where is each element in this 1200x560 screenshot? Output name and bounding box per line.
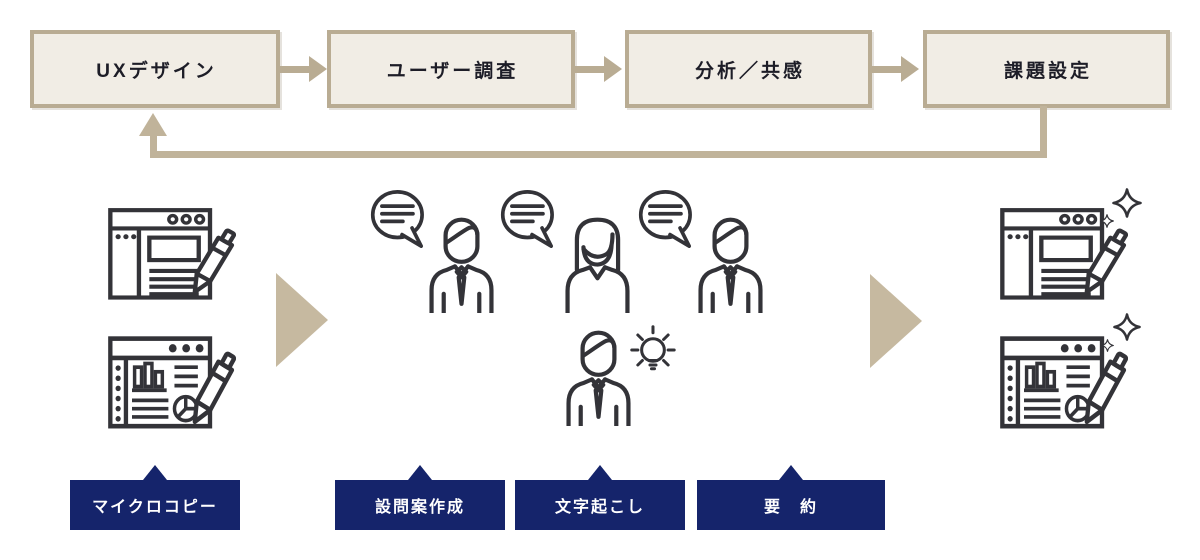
businessman-icon: [694, 217, 767, 313]
browser-analytics-pen-icon: [106, 334, 236, 440]
loop-segment: [150, 151, 1047, 158]
arrow-shaft: [280, 66, 309, 73]
transition-triangle-icon: [276, 273, 328, 367]
speech-bubble-icon: [500, 189, 564, 248]
tag-summary: 要 約: [697, 465, 885, 530]
tag-pointer-icon: [779, 465, 803, 480]
flow-arrow-icon: [575, 56, 622, 82]
tag-question-drafting: 設問案作成: [335, 465, 505, 530]
tag-label: 設問案作成: [374, 499, 465, 516]
flow-step-user-research: ユーザー調査: [327, 30, 575, 108]
tag-label: マイクロコピー: [92, 499, 218, 516]
flow-arrow-icon: [280, 56, 327, 82]
flow-step-analysis-empathy: 分析／共感: [625, 30, 872, 108]
flow-step-ux-design: UXデザイン: [30, 30, 280, 108]
flow-arrow-icon: [872, 56, 919, 82]
arrow-head: [309, 56, 327, 82]
businessman-icon: [562, 330, 635, 426]
sparkle-icon: [1101, 339, 1114, 352]
tag-pointer-icon: [408, 465, 432, 480]
tag-transcription: 文字起こし: [515, 465, 685, 530]
flow-step-label: ユーザー調査: [386, 60, 519, 82]
flow-step-label: 分析／共感: [694, 60, 805, 82]
sparkle-icon: [1100, 214, 1114, 228]
tag-label: 文字起こし: [554, 499, 645, 516]
businesswoman-icon: [561, 217, 634, 313]
speech-bubble-icon: [638, 189, 702, 248]
loop-arrow-head: [139, 113, 167, 136]
arrow-shaft: [575, 66, 604, 73]
transition-triangle-icon: [870, 274, 922, 368]
businessman-icon: [425, 217, 498, 313]
flow-step-label: 課題設定: [1003, 60, 1092, 82]
tag-pointer-icon: [143, 465, 167, 480]
tag-pointer-icon: [588, 465, 612, 480]
tag-microcopy: マイクロコピー: [70, 465, 240, 530]
sparkle-icon: [1113, 313, 1141, 341]
arrow-shaft: [872, 66, 901, 73]
loop-segment: [150, 135, 157, 158]
tag-label: 要 約: [763, 499, 818, 516]
sparkle-icon: [1112, 188, 1142, 218]
flow-step-label: UXデザイン: [96, 60, 217, 82]
arrow-head: [901, 56, 919, 82]
idea-lightbulb-icon: [628, 323, 681, 383]
loop-segment: [1040, 106, 1047, 158]
flow-step-problem-setting: 課題設定: [923, 30, 1170, 108]
browser-document-pen-icon: [106, 206, 236, 310]
arrow-head: [604, 56, 622, 82]
